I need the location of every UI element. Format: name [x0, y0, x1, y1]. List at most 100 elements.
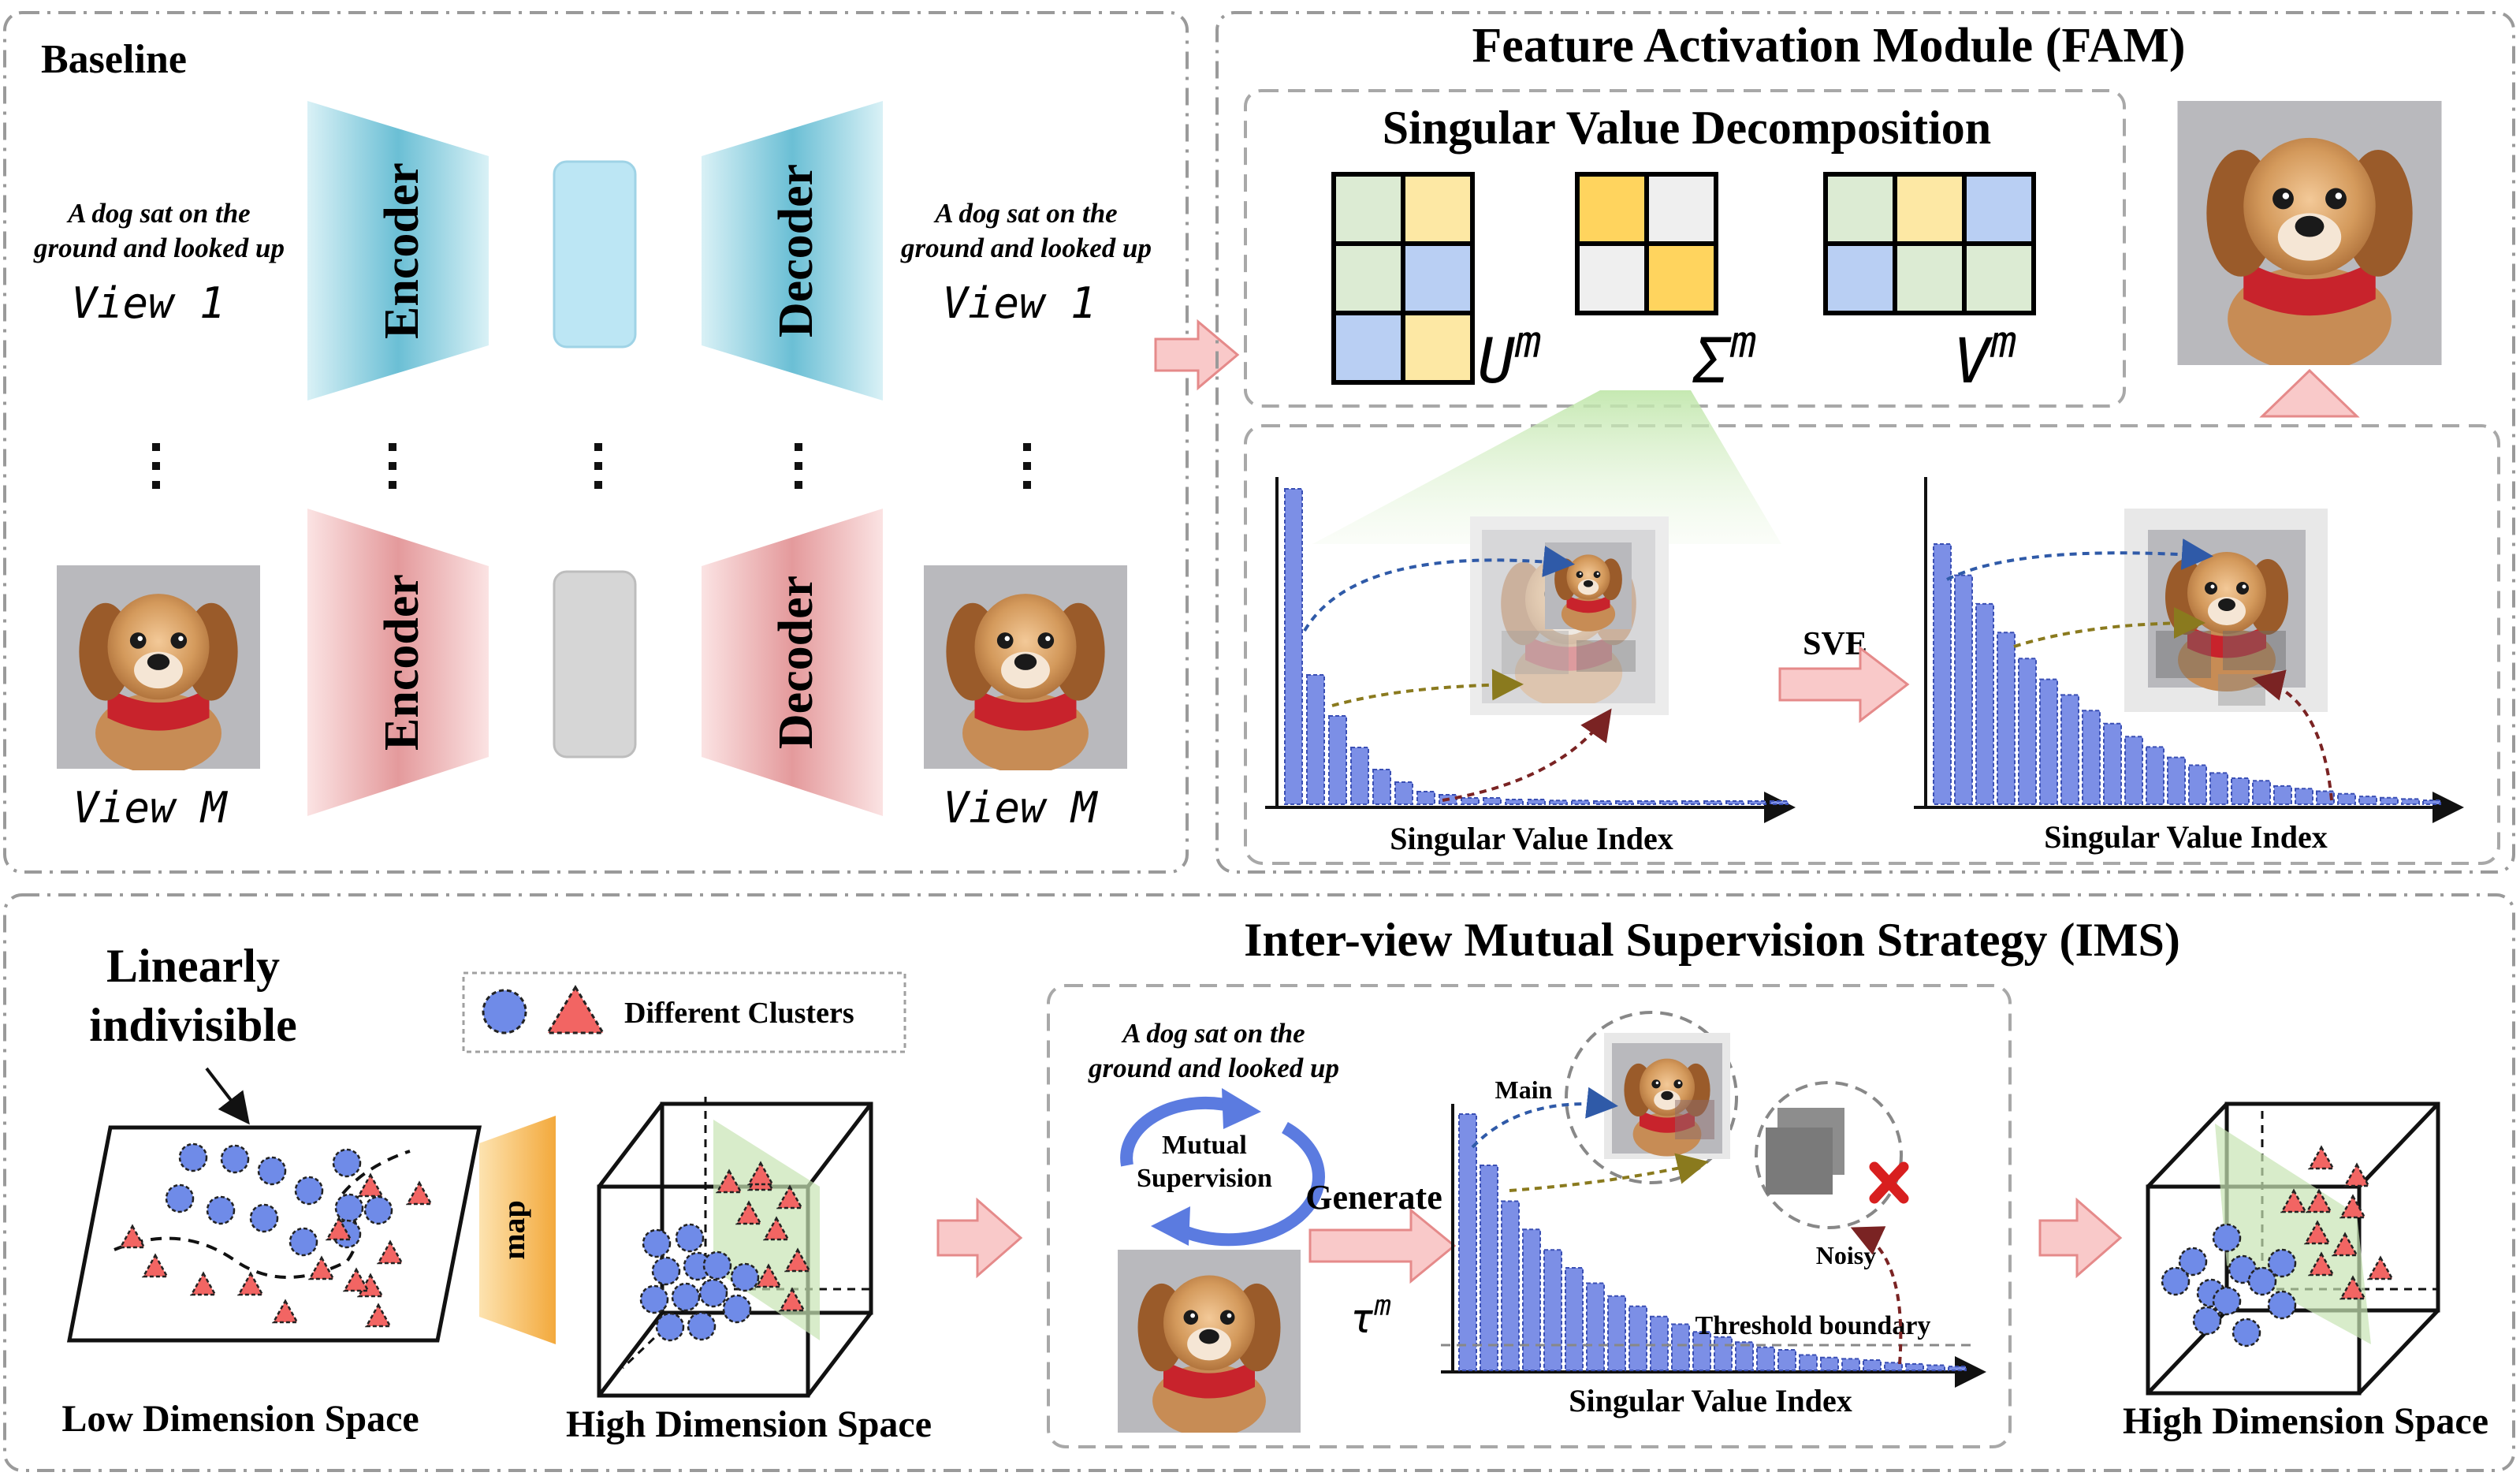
generate-label: Generate — [1305, 1178, 1442, 1217]
svd-title: Singular Value Decomposition — [1383, 102, 1991, 154]
ims-caption-line2: ground and looked up — [1088, 1053, 1339, 1083]
cube-right-red-point-4 — [2305, 1188, 2333, 1213]
right-chart-bar-7 — [2060, 694, 2079, 806]
left-chart-bar-12 — [1527, 799, 1546, 805]
low-red-point-12 — [376, 1239, 404, 1265]
right-chart-bar-18 — [2295, 788, 2313, 806]
right-chart-bar-11 — [2146, 746, 2165, 806]
low-blue-point-8 — [249, 1203, 279, 1233]
cycle-arrow-bottom — [1170, 1122, 1326, 1247]
low-red-point-1 — [118, 1224, 147, 1249]
patched-dog-right — [2124, 509, 2328, 712]
ims-chart-bar-20 — [1863, 1359, 1882, 1371]
low-dim-red-points — [118, 1172, 434, 1328]
right-chart-bar-20 — [2337, 792, 2356, 805]
left-chart-bar-17 — [1637, 800, 1656, 805]
ims-chart-bar-13 — [1714, 1336, 1733, 1371]
main-label: Main — [1495, 1075, 1553, 1104]
cube-right-blue-point-7 — [2247, 1266, 2277, 1296]
view-m-left: View M — [73, 783, 229, 833]
right-chart-bar-3 — [1975, 602, 1994, 806]
noisy-circle — [1755, 1081, 1903, 1229]
cube-left-blue-point-2 — [675, 1223, 705, 1253]
low-red-point-6 — [236, 1271, 265, 1296]
cube-left-red-point-8 — [778, 1287, 806, 1312]
left-chart-bars — [1284, 488, 1789, 806]
cube-left-red-point-3 — [776, 1184, 804, 1210]
noisy-reject-icon — [1869, 1161, 1909, 1204]
ims-chart-bar-15 — [1756, 1346, 1775, 1371]
main-circle — [1565, 1011, 1738, 1184]
ims-chart-bar-16 — [1777, 1349, 1796, 1371]
cube-left-red-point-9 — [746, 1161, 775, 1186]
ims-arrow-olive — [1509, 1153, 1709, 1192]
ims-chart-bar-1 — [1458, 1113, 1477, 1371]
left-chart-bar-22 — [1748, 800, 1766, 805]
fam-panel — [1215, 11, 2515, 874]
left-chart-xlabel: Singular Value Index — [1390, 821, 1673, 856]
right-chart-bar-21 — [2358, 796, 2377, 805]
left-chart-bar-10 — [1483, 797, 1502, 805]
arrow-cube-to-ims — [936, 1197, 1023, 1279]
left-chart-bar-20 — [1703, 800, 1722, 805]
left-chart-bar-11 — [1505, 799, 1524, 805]
low-blue-point-2 — [220, 1144, 250, 1174]
mutual-label: Mutual — [1162, 1131, 1247, 1160]
right-chart-bar-9 — [2103, 722, 2122, 806]
low-red-point-11 — [325, 1216, 353, 1241]
cube-right-red-point-2 — [2343, 1162, 2371, 1187]
right-chart-bar-23 — [2401, 798, 2420, 806]
supervision-label: Supervision — [1137, 1164, 1272, 1193]
low-dim-blue-points — [165, 1142, 393, 1257]
low-blue-point-6 — [165, 1183, 195, 1213]
baseline-caption-left-line2: ground and looked up — [33, 233, 285, 263]
cube-right-blue-point-5 — [2161, 1266, 2191, 1296]
low-red-point-2 — [356, 1172, 385, 1198]
cube-left-blue-point-12 — [730, 1262, 760, 1292]
right-chart-bar-1 — [1933, 543, 1952, 805]
tau-label: τm — [1349, 1290, 1391, 1343]
view-1-right: View 1 — [942, 278, 1096, 328]
cube-right-blue-point-9 — [2232, 1318, 2261, 1347]
right-chart-bar-4 — [1997, 632, 2016, 806]
latent-top — [553, 160, 637, 348]
right-chart-bar-10 — [2124, 736, 2143, 806]
low-dim-boundary — [114, 1150, 411, 1279]
left-arrow-brown — [1442, 708, 1612, 802]
left-chart-bar-19 — [1681, 800, 1700, 805]
left-chart-bar-16 — [1615, 800, 1634, 805]
indivisible-label: indivisible — [89, 999, 296, 1051]
decoder-top — [702, 101, 883, 401]
left-arrow-blue — [1303, 546, 1575, 632]
cube-left-blue-point-8 — [655, 1312, 685, 1342]
sve-detail-box — [1244, 424, 2500, 865]
map-trapezoid — [479, 1116, 556, 1344]
left-chart-bar-3 — [1328, 715, 1347, 805]
noisy-patches — [1766, 1108, 1844, 1195]
cube-right-red-point-6 — [2303, 1220, 2332, 1245]
cube-left-blue-point-9 — [687, 1311, 717, 1341]
low-red-point-5 — [189, 1271, 218, 1296]
cube-right-blue-point-11 — [2267, 1248, 2297, 1278]
v-label: Vm — [1953, 317, 2017, 397]
encoder-top-label: Encoder — [375, 162, 429, 339]
view-m-right: View M — [943, 783, 1099, 833]
noisy-label: Noisy — [1816, 1241, 1876, 1269]
right-chart-bar-8 — [2082, 710, 2101, 806]
low-dim-label: Low Dimension Space — [61, 1398, 419, 1440]
cube-left-blue-point-10 — [722, 1294, 752, 1324]
dog-output-image — [2177, 101, 2442, 365]
low-red-point-8 — [271, 1299, 300, 1324]
left-chart-bar-7 — [1416, 791, 1435, 805]
baseline-caption-right-line1: A dog sat on the — [933, 198, 1117, 229]
low-blue-point-1 — [178, 1142, 208, 1172]
cube-right-blue-points — [2161, 1223, 2297, 1347]
right-chart-bar-16 — [2252, 780, 2271, 805]
cube-right-red-point-1 — [2307, 1145, 2336, 1170]
cube-right-red-point-3 — [2280, 1188, 2308, 1213]
ims-chart-bar-7 — [1586, 1282, 1605, 1371]
cube-right-red-point-8 — [2307, 1251, 2336, 1277]
low-red-point-3 — [405, 1180, 434, 1206]
generate-arrow — [1308, 1207, 1457, 1284]
cube-right-blue-point-6 — [2212, 1286, 2242, 1316]
